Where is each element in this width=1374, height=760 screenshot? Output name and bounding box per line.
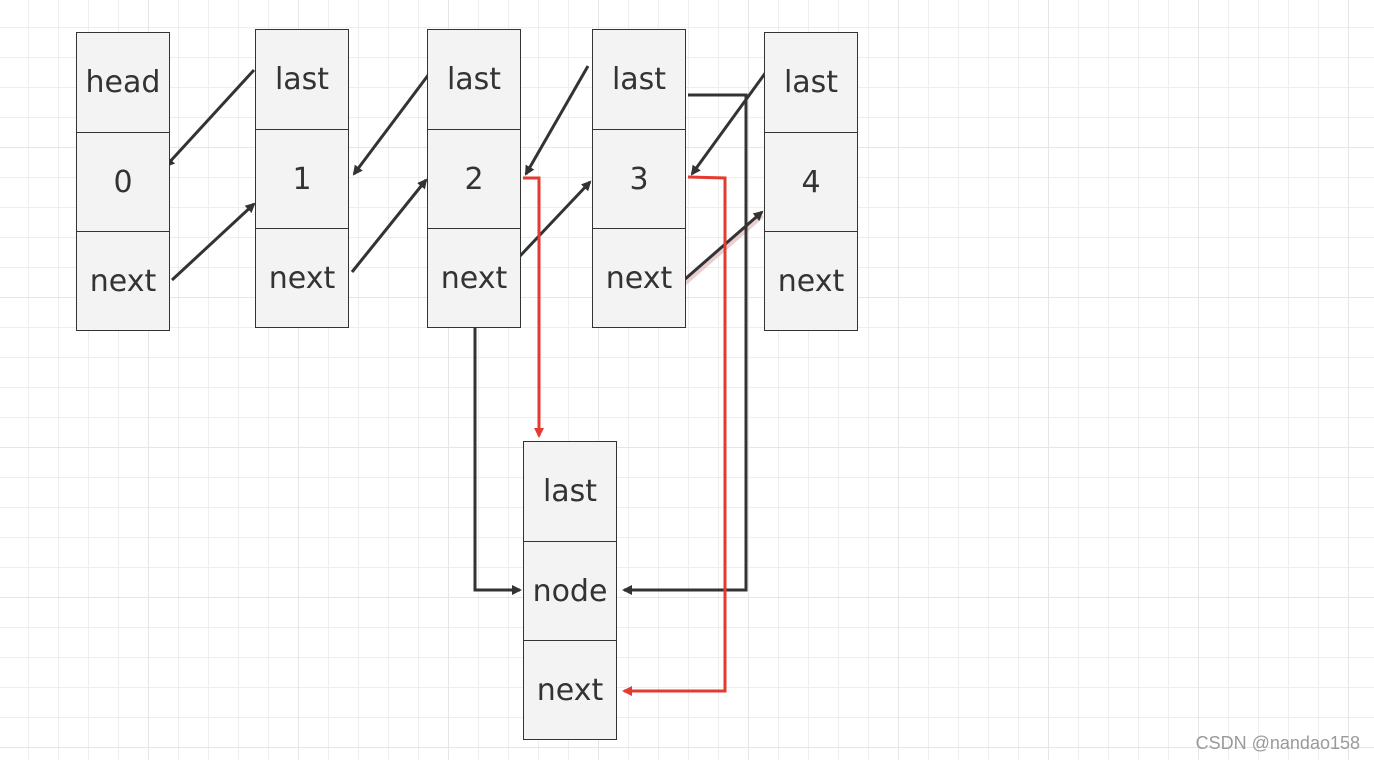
node-cell-value: 2 bbox=[428, 129, 520, 228]
node-cell-value: node bbox=[524, 541, 616, 640]
list-node-3: last 3 next bbox=[592, 29, 686, 328]
node-cell-last: last bbox=[783, 65, 839, 100]
list-node-1: last 1 next bbox=[255, 29, 349, 328]
node-cell-last: last bbox=[542, 474, 598, 509]
list-node-4: last 4 next bbox=[764, 32, 858, 331]
node-cell-value: 0 bbox=[77, 132, 169, 231]
arrow-node2-to-new-node bbox=[473, 325, 522, 595]
node-cell-last: last bbox=[611, 62, 667, 97]
node-cell-head: head bbox=[85, 65, 161, 100]
arrow-next-1-to-2 bbox=[350, 178, 428, 273]
watermark: CSDN @nandao158 bbox=[1195, 733, 1360, 753]
arrow-last-2-to-1 bbox=[352, 69, 434, 176]
node-cell-next: next bbox=[77, 231, 169, 330]
list-node-new: last node next bbox=[523, 441, 617, 740]
arrow-next-3-to-4 bbox=[683, 210, 764, 282]
node-cell-last: last bbox=[446, 62, 502, 97]
node-cell-next: next bbox=[524, 640, 616, 739]
arrow-node3-to-new-node bbox=[622, 93, 748, 595]
node-cell-next: next bbox=[593, 228, 685, 327]
arrow-next-3-to-4-shadow bbox=[682, 212, 764, 286]
arrow-next-0-to-1 bbox=[170, 202, 256, 282]
arrow-last-4-to-3 bbox=[690, 71, 768, 176]
list-node-head: head 0 next bbox=[76, 32, 170, 331]
list-node-2: last 2 next bbox=[427, 29, 521, 328]
node-cell-value: 3 bbox=[593, 129, 685, 228]
arrow-last-1-to-0 bbox=[164, 68, 256, 168]
arrow-next-2-to-3 bbox=[518, 180, 592, 258]
node-cell-value: 1 bbox=[256, 129, 348, 228]
node-cell-next: next bbox=[428, 228, 520, 327]
node-cell-next: next bbox=[765, 231, 857, 330]
arrow-red-node3-to-new-next bbox=[622, 175, 727, 696]
arrow-red-node2-to-new-last bbox=[523, 176, 544, 438]
node-cell-last: last bbox=[274, 62, 330, 97]
arrow-last-3-to-2 bbox=[524, 65, 590, 176]
node-cell-next: next bbox=[256, 228, 348, 327]
node-cell-value: 4 bbox=[765, 132, 857, 231]
